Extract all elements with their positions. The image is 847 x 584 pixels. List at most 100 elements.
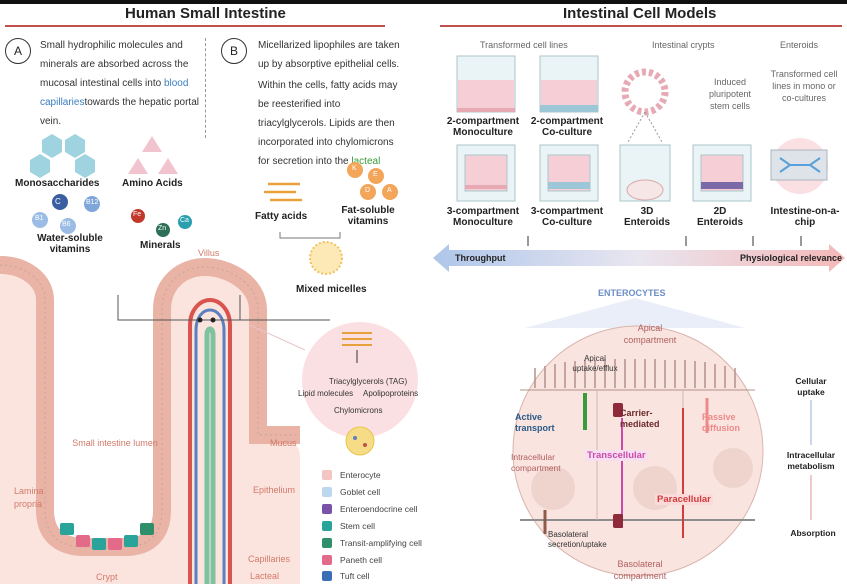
category-transformed: Transformed cell lines [480, 40, 568, 50]
fatty-acid-lines [264, 182, 302, 202]
crypt-label: Crypt [96, 572, 118, 582]
tag-label: Triacylglycerols (TAG) [328, 377, 408, 386]
panel-b-text2-pre: Within the cells, fatty acids may be ree… [258, 80, 398, 167]
panel-b-text: Micellarized lipophiles are taken up by … [258, 36, 406, 171]
microvilli [534, 359, 736, 388]
throughput-label: Throughput [455, 253, 506, 263]
apical-uptake-label: Apical uptake/efflux [572, 354, 618, 373]
well-m4 [539, 144, 599, 202]
legend-paneth: Paneth cell [340, 555, 383, 565]
pointer-dot-a [197, 317, 203, 323]
basolateral-transporter [613, 514, 623, 528]
well-m1 [456, 55, 516, 113]
model-m2-label: 2-compartment Co-culture [530, 116, 604, 138]
monosaccharide-hexagons [30, 134, 95, 178]
legend-enterocyte: Enterocyte [340, 470, 381, 480]
transcellular-label: Transcellular [585, 450, 648, 461]
legend-swatch-enterocyte [322, 470, 332, 480]
chylomicron-balloon [302, 322, 418, 438]
basolateral-secretion-label: Basolateral secretion/uptake [548, 530, 607, 549]
vitamin-b1-symbol: B1 [35, 215, 44, 222]
minerals-label: Minerals [140, 240, 181, 251]
panel-a-text: Small hydrophilic molecules and minerals… [40, 36, 200, 131]
fat-soluble-vitamin-hexes [347, 162, 398, 200]
capillary-red [188, 297, 232, 584]
chylomicron-dot [353, 436, 357, 440]
fat-soluble-label: Fat-soluble vitamins [341, 205, 395, 227]
legend-stem: Stem cell [340, 521, 375, 531]
vitamin-c-symbol: C [55, 197, 61, 206]
legend-swatch-goblet [322, 487, 332, 497]
left-title-rule [5, 25, 385, 27]
panel-b-text2: Within the cells, fatty acids may be ree… [258, 76, 406, 171]
chylomicron-dot [363, 443, 367, 447]
crypt-line-1 [627, 111, 646, 143]
legend-enteroendocrine: Enteroendocrine cell [340, 504, 418, 514]
mucus-label: Mucus [270, 438, 297, 448]
active-transport-label: Active transport [515, 412, 555, 433]
model-m7-label: Intestine-on-a-chip [770, 206, 840, 228]
pointer-dot-b [210, 317, 216, 323]
nucleus-3 [713, 448, 753, 488]
intracellular-metabolism-label: Intracellular metabolism [786, 450, 836, 471]
pointer-line-a [117, 295, 330, 321]
legend-swatch-transit [322, 538, 332, 548]
relevance-arrow [433, 236, 845, 272]
chylomicron-icon [345, 426, 375, 456]
left-title: Human Small Intestine [125, 5, 286, 22]
paracellular-label: Paracellular [655, 494, 713, 505]
apolipoproteins-label: Apolipoproteins [363, 389, 419, 398]
molecules-graphic [30, 134, 398, 275]
micelle-icon [309, 241, 343, 275]
chip-icon [770, 138, 828, 194]
scale-line-1 [810, 400, 812, 445]
well-m5 [619, 144, 671, 202]
basolateral-compartment-label: Basolateral compartment [613, 559, 667, 581]
well-m3 [456, 144, 516, 202]
mineral-fe-symbol: Fe [133, 211, 142, 218]
absorption-label: Absorption [790, 528, 836, 538]
vitamin-b12-symbol: B12 [86, 199, 99, 206]
vitamin-b6-symbol: B6 [62, 221, 71, 228]
well-m2 [539, 55, 599, 113]
scale-line-2 [810, 475, 812, 520]
transformed-note: Transformed cell lines in mono or co-cul… [770, 69, 838, 103]
legend-swatch-enteroendocrine [322, 504, 332, 514]
panel-a-text-post: towards the hepatic portal vein. [40, 97, 199, 127]
vitamin-a-symbol: A [387, 187, 392, 194]
cellular-uptake-label: Cellular uptake [795, 376, 827, 397]
ipsc-label: Induced pluripotent stem cells [708, 77, 752, 111]
lacteal-vessel [204, 326, 216, 584]
capillary-blue [194, 308, 226, 584]
carrier-protein [613, 403, 623, 417]
lacteal-label: Lacteal [250, 571, 280, 581]
intracellular-label: Intracellular compartment [511, 452, 561, 473]
tag-lines [342, 332, 372, 346]
panel-b-link: lacteal [351, 156, 381, 167]
water-soluble-vitamin-circles [32, 194, 100, 234]
model-m4-label: 3-compartment Co-culture [530, 206, 604, 228]
panel-divider [205, 38, 206, 138]
model-m3-label: 3-compartment Monoculture [446, 206, 520, 228]
model-m6-label: 2D Enteroids [696, 206, 744, 228]
lipid-molecules-label: Lipid molecules [298, 389, 354, 398]
enterocytes-title: ENTEROCYTES [598, 288, 666, 298]
vitamin-d-symbol: D [365, 187, 371, 194]
panel-a-link: blood capillaries [40, 78, 189, 108]
category-enteroids: Enteroids [780, 40, 819, 50]
balloon-connector [249, 324, 306, 351]
chylomicrons-label: Chylomicrons [334, 406, 383, 415]
models-graphic [456, 55, 828, 202]
legend-transit: Transit-amplifying cell [340, 538, 422, 548]
crypt-organoid-icon [621, 68, 669, 116]
intestine-tissue-graphic [0, 256, 418, 584]
fatty-acids-label: Fatty acids [255, 211, 308, 222]
epithelium-label: Epithelium [253, 485, 296, 495]
mixed-micelles-label: Mixed micelles [296, 284, 367, 295]
amino-acid-triangles [128, 136, 178, 174]
legend-swatch-tuft [322, 571, 332, 581]
apical-compartment-label: Apical compartment [623, 323, 677, 345]
mineral-ca-symbol: Ca [180, 217, 189, 224]
panel-a-text-pre: Small hydrophilic molecules and minerals… [40, 40, 189, 89]
lamina-propria-label: Lamina propria [14, 486, 44, 509]
